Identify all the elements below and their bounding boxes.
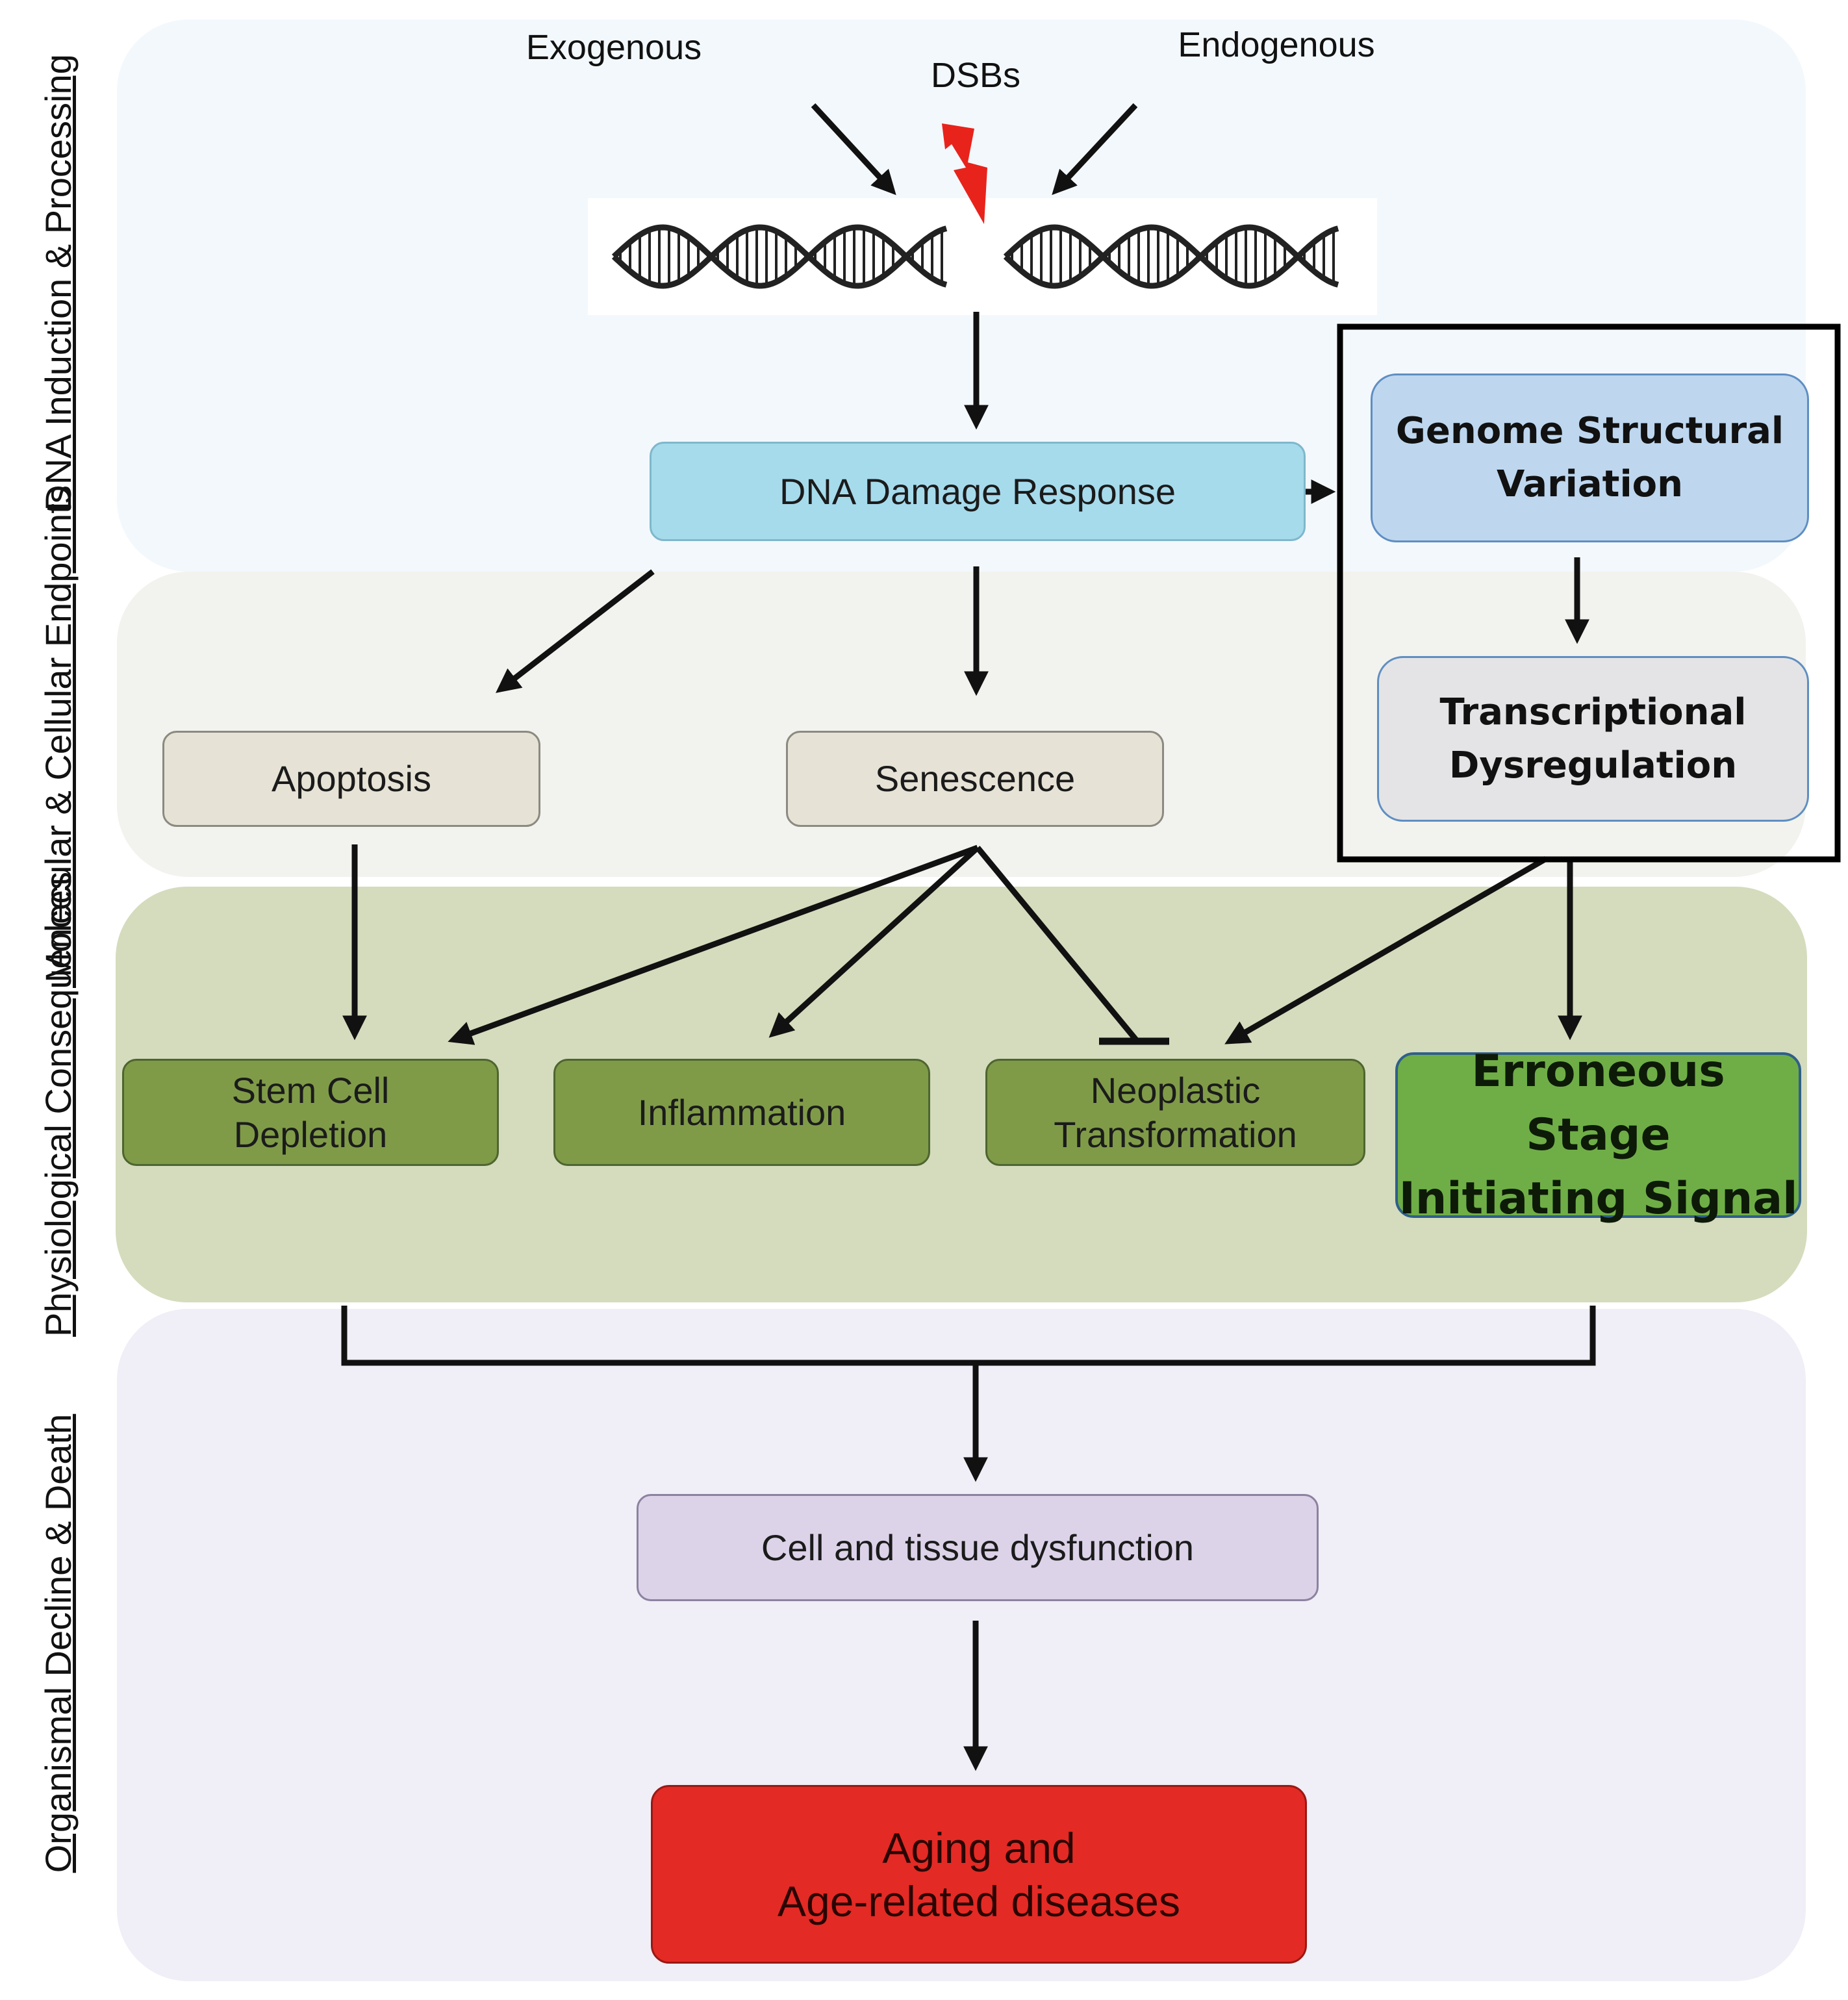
endogenous-label: Endogenous <box>1178 25 1375 64</box>
node-inflammation: Inflammation <box>553 1059 930 1166</box>
node-stem-cell-depletion: Stem Cell Depletion <box>122 1059 499 1166</box>
inhibit-senescence-to-neoplastic <box>975 846 1139 1043</box>
highlight-frame <box>1337 323 1841 863</box>
exogenous-label: Exogenous <box>525 28 702 67</box>
dna-helix-icon <box>611 224 1339 289</box>
node-senescence: Senescence <box>786 731 1164 827</box>
node-cell-tissue-dysfunction: Cell and tissue dysfunction <box>637 1494 1319 1601</box>
arrow-tdr-to-neoplastic <box>1224 856 1548 1044</box>
node-neoplastic-transformation: Neoplastic Transformation <box>985 1059 1365 1166</box>
node-dna-damage-response: DNA Damage Response <box>650 442 1306 541</box>
node-genome-structural-variation: Genome Structural Variation <box>1371 373 1809 542</box>
arrow-exogenous <box>811 103 896 196</box>
node-transcriptional-dysregulation: Transcriptional Dysregulation <box>1377 656 1809 822</box>
arrow-senescence-to-inflammation <box>768 845 980 1038</box>
dsbs-label: DSBs <box>930 56 1021 95</box>
arrow-ddr-to-apoptosis <box>496 569 655 693</box>
node-erroneous-stage-initiating-signal: Erroneous Stage Initiating Signal <box>1395 1046 1801 1224</box>
node-aging-age-related-diseases: Aging and Age-related diseases <box>651 1785 1307 1964</box>
arrow-senescence-to-stem-cell <box>448 844 979 1045</box>
node-apoptosis: Apoptosis <box>162 731 540 827</box>
lightning-bolt-icon <box>942 123 987 224</box>
arrow-endogenous <box>1052 103 1138 196</box>
convergence-bracket <box>341 1306 1596 1366</box>
